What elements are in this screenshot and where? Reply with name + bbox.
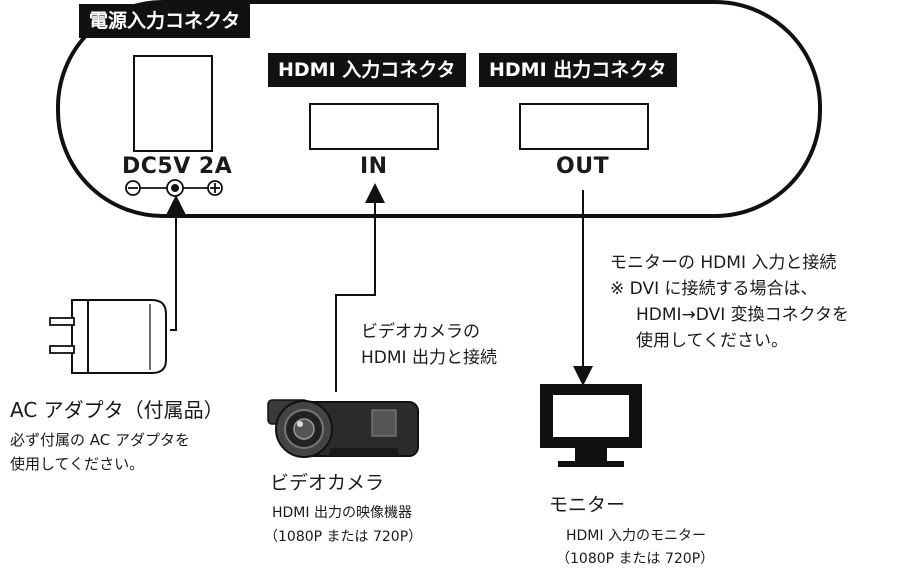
ac-adapter-icon [49, 299, 167, 374]
video-camera-icon [267, 399, 419, 458]
camera-title: ビデオカメラ [270, 472, 385, 494]
polarity-center-icon [166, 179, 184, 197]
monitor-title: モニター [549, 494, 626, 516]
camera-cable-arrow [335, 183, 385, 392]
adapter-note-line1: 必ず付属の AC アダプタを [10, 431, 191, 449]
power-port-text: DC5V 2A [122, 154, 233, 179]
power-connector-label: 電源入力コネクタ [79, 4, 251, 38]
hdmi-in-port-box [309, 103, 439, 150]
in-port-text: IN [360, 154, 388, 179]
monitor-connection-line1: モニターの HDMI 入力と接続 [610, 253, 837, 273]
polarity-plus-icon [207, 180, 223, 196]
monitor-icon [540, 384, 642, 467]
adapter-title: AC アダプタ（付属品） [10, 398, 224, 422]
power-port-box [133, 55, 213, 152]
hdmi-in-connector-label: HDMI 入力コネクタ [268, 53, 466, 87]
out-port-text: OUT [556, 154, 610, 179]
camera-desc-line2: （1080P または 720P） [264, 529, 423, 545]
monitor-connection-line2: ※ DVI に接続する場合は、 [610, 279, 818, 299]
camera-connection-line1: ビデオカメラの [361, 322, 480, 342]
camera-desc-line1: HDMI 出力の映像機器 [272, 505, 412, 521]
adapter-note-line2: 使用してください。 [10, 455, 145, 473]
hdmi-out-port-box [519, 103, 649, 150]
camera-connection-line2: HDMI 出力と接続 [361, 348, 497, 368]
hdmi-out-connector-label: HDMI 出力コネクタ [479, 53, 677, 87]
monitor-connection-line4: 使用してください。 [636, 331, 788, 351]
monitor-desc-line2: （1080P または 720P） [556, 551, 715, 567]
monitor-connection-line3: HDMI→DVI 変換コネクタを [636, 305, 849, 325]
monitor-desc-line1: HDMI 入力のモニター [566, 528, 706, 544]
power-cable-arrow [166, 195, 186, 331]
